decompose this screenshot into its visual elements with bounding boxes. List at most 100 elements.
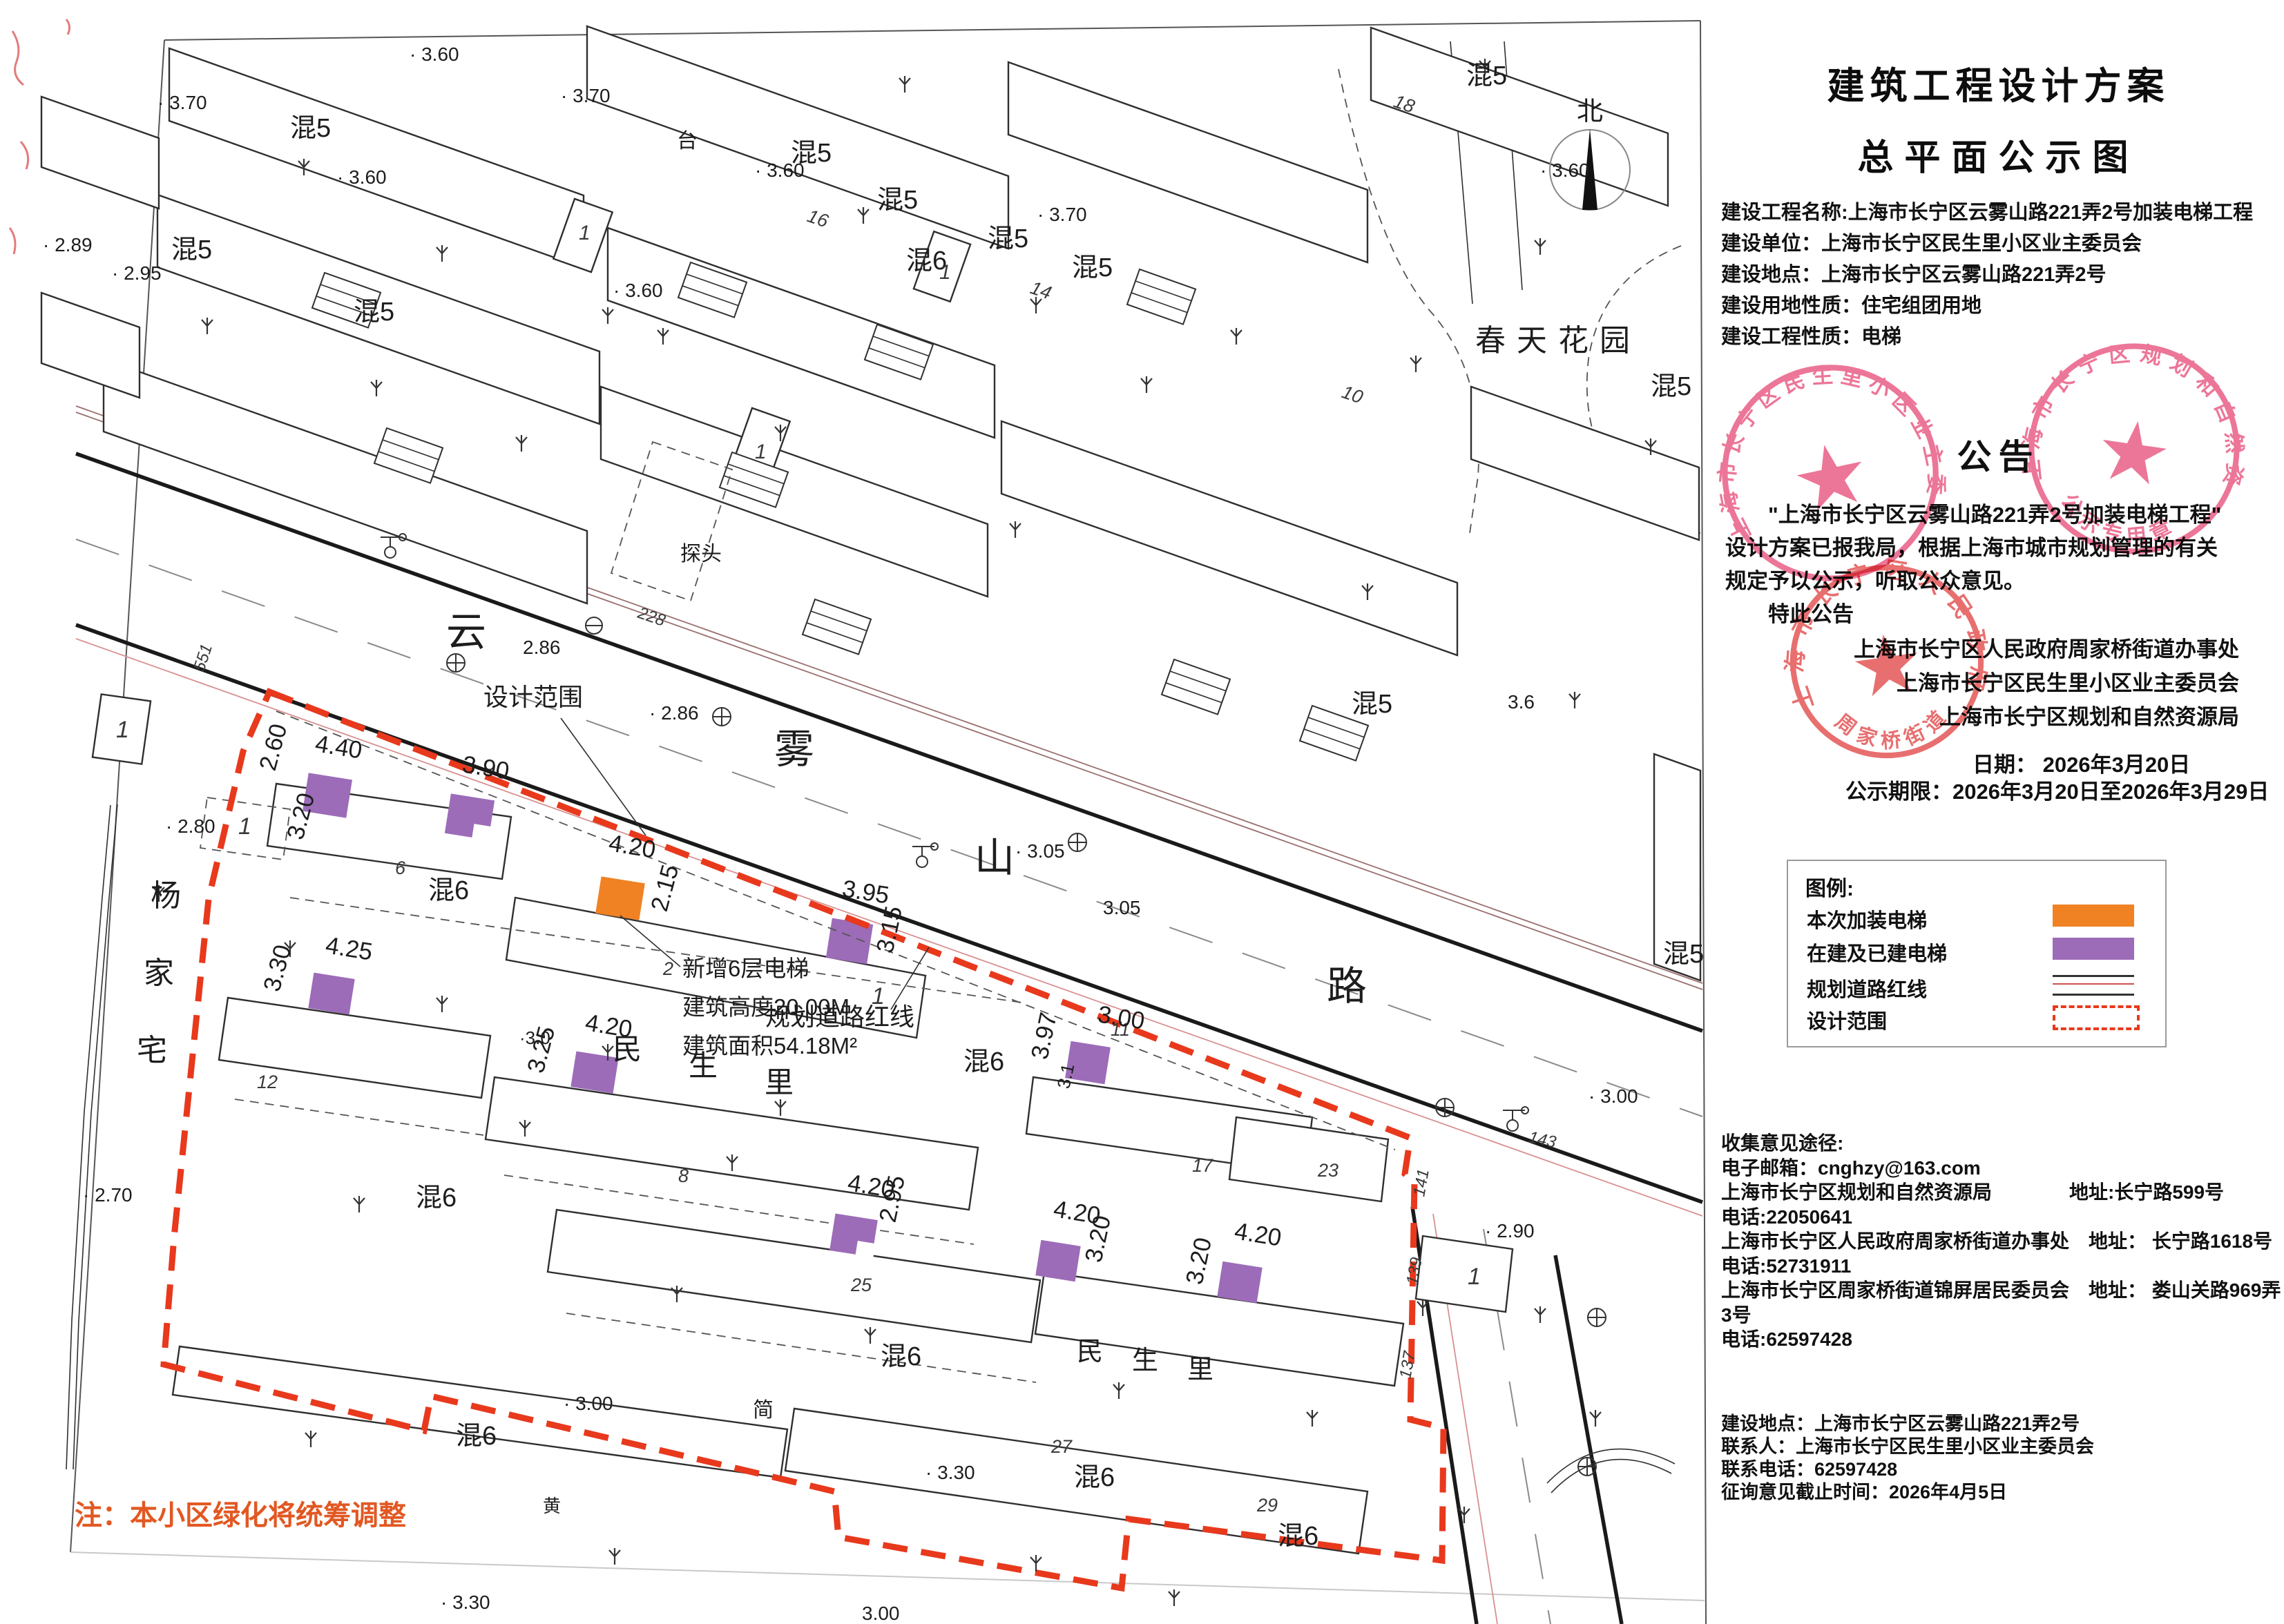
- existing-elevator: [825, 918, 874, 965]
- legend-swatch-new-elevator: [2053, 905, 2134, 927]
- map-label: · 2.86: [649, 702, 699, 724]
- legend-swatch-road-red-line: [2053, 975, 2134, 996]
- map-label: 路: [1327, 964, 1367, 1009]
- map-label: 台: [677, 130, 698, 153]
- map-label: 新增6层电梯: [682, 956, 809, 981]
- notice-body: "上海市长宁区云雾山路221弄2号加装电梯工程" 设计方案已报我局，根据上海市城…: [1725, 503, 2222, 626]
- map-label: 1: [579, 222, 591, 244]
- map-label: · 3.30: [441, 1592, 490, 1613]
- map-label: 设计范围: [483, 683, 583, 711]
- map-label: 1: [939, 261, 951, 284]
- map-label: 北: [1577, 97, 1603, 126]
- notice-organizations: 上海市长宁区人民政府周家桥街道办事处 上海市长宁区民生里小区业主委员会 上海市长…: [1854, 637, 2239, 729]
- existing-elevator: [1035, 1239, 1081, 1282]
- map-label: 黄: [543, 1496, 561, 1516]
- map-label: · 3.70: [561, 85, 611, 106]
- north-arrow: [1549, 128, 1631, 211]
- site-plan-map: 云雾山路设计范围规划道路红线探头春天花园杨家宅民生里民生里北台简黄混5混5混5混…: [8, 19, 1707, 1624]
- map-label: 宅: [137, 1034, 167, 1067]
- notice-date: 日期： 2026年3月20日: [1973, 753, 2191, 777]
- feedback-channels: 收集意见途径: 电子邮箱：cnghzy@163.com 上海市长宁区规划和自然资…: [1721, 1132, 2281, 1350]
- map-label: 10: [1339, 381, 1365, 407]
- map-label: 2: [662, 958, 673, 979]
- legend-label-existing-elevator: 在建及已建电梯: [1807, 943, 1948, 965]
- page-title: 建筑工程设计方案: [1827, 66, 2170, 107]
- map-label: 生: [689, 1050, 718, 1082]
- map-label: 27: [1050, 1436, 1073, 1457]
- map-label: 29: [1256, 1495, 1278, 1516]
- map-label: 里: [765, 1066, 794, 1099]
- map-label: 杨: [151, 879, 181, 913]
- map-label: 生: [1132, 1346, 1158, 1375]
- map-label: 3.20: [1181, 1235, 1217, 1287]
- red-pen-scribbles: [8, 19, 71, 255]
- map-label: · 3.00: [1589, 1085, 1638, 1107]
- map-label: 2.60: [254, 721, 292, 773]
- map-label: 混6: [1074, 1463, 1115, 1492]
- map-label: 11: [1111, 1019, 1130, 1040]
- map-label: · 3.60: [1540, 160, 1590, 181]
- map-label: ·3.0: [519, 1027, 550, 1048]
- map-label: 3.97: [1026, 1010, 1062, 1062]
- map-label: 云: [446, 610, 486, 655]
- map-label: 家: [144, 956, 174, 990]
- map-label: 3.15: [872, 904, 908, 956]
- map-label: 16: [805, 205, 832, 231]
- map-label: 混6: [416, 1183, 457, 1212]
- map-label: · 3.60: [337, 166, 387, 188]
- map-label: 143: [1527, 1128, 1558, 1152]
- map-label: 混5: [1663, 940, 1704, 969]
- map-label: 注：本小区绿化将统筹调整: [75, 1500, 406, 1531]
- map-label: · 3.70: [157, 92, 207, 113]
- map-label: 雾: [774, 727, 814, 772]
- map-label: 1: [238, 813, 251, 840]
- map-label: 混5: [1072, 253, 1113, 282]
- map-label: · 2.89: [43, 234, 93, 255]
- legend-label-design-scope: 设计范围: [1807, 1011, 1888, 1033]
- map-label: 23: [1317, 1160, 1338, 1181]
- map-label: · 3.60: [755, 160, 805, 181]
- project-info: 建设工程名称:上海市长宁区云雾山路221弄2号加装电梯工程 建设单位：上海市长宁…: [1721, 202, 2254, 348]
- existing-elevator: [303, 773, 352, 818]
- map-label: 建筑面积54.18M²: [682, 1033, 857, 1058]
- map-label: 探头: [680, 543, 722, 566]
- map-label: 3.05: [1103, 897, 1141, 918]
- map-label: 228: [635, 603, 668, 630]
- map-label: 551: [190, 641, 216, 673]
- map-label: 混5: [988, 224, 1028, 253]
- map-label: 民: [1077, 1337, 1103, 1366]
- legend-label-new-elevator: 本次加装电梯: [1807, 910, 1928, 932]
- map-label: 混5: [1651, 372, 1691, 401]
- map-label: 25: [850, 1275, 872, 1295]
- map-label: 4.20: [584, 1009, 634, 1043]
- map-label: 3.30: [258, 942, 296, 994]
- map-label: 3.00: [1096, 1000, 1146, 1034]
- map-label: 规划道路红线: [765, 1003, 914, 1031]
- map-label: · 2.95: [112, 262, 162, 284]
- existing-elevator: [1217, 1261, 1263, 1304]
- map-label: 17: [1192, 1155, 1213, 1176]
- existing-elevator: [570, 1051, 619, 1094]
- map-label: · 3.60: [613, 280, 663, 301]
- page-subtitle: 总平面公示图: [1857, 138, 2140, 178]
- map-label: · 2.80: [166, 815, 215, 837]
- map-label: 混5: [1352, 690, 1392, 719]
- map-label: 山: [975, 835, 1015, 880]
- map-label: 混6: [881, 1342, 921, 1371]
- map-label: 1: [1468, 1264, 1481, 1290]
- map-label: 1: [872, 983, 885, 1009]
- legend-label-road-red-line: 规划道路红线: [1807, 979, 1928, 1001]
- notice-heading: 公告: [1957, 438, 2040, 476]
- map-label: 4.40: [314, 730, 364, 764]
- map-label: 2.15: [646, 862, 684, 914]
- map-label: 混5: [354, 298, 394, 327]
- map-label: 3.6: [1508, 691, 1535, 713]
- legend-title: 图例:: [1805, 878, 1854, 900]
- design-boundary: [160, 688, 1447, 1592]
- map-label: 建筑高度20.00M: [682, 994, 850, 1020]
- map-label: 1: [755, 441, 767, 463]
- map-label: 混5: [290, 114, 331, 143]
- map-label: 混5: [1466, 61, 1507, 90]
- map-label: 141: [1410, 1168, 1433, 1198]
